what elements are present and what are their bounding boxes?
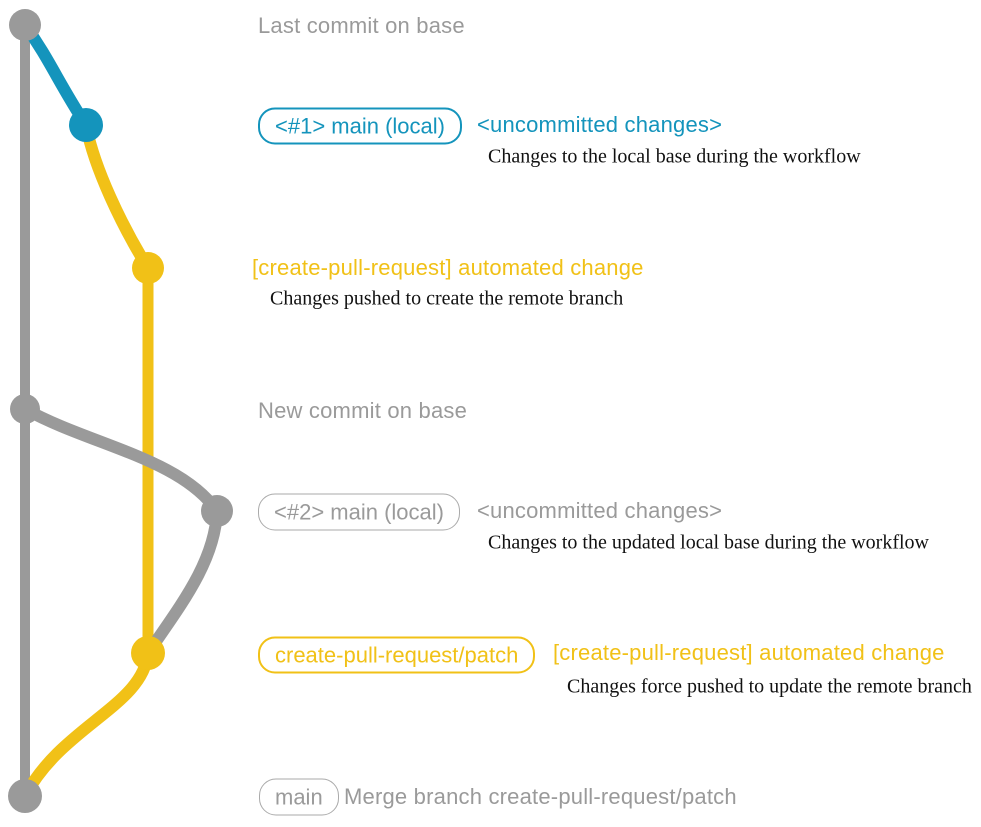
heading-uncommitted-changes-1: <uncommitted changes> xyxy=(477,112,723,137)
label-new-commit-on-base: New commit on base xyxy=(258,398,468,423)
commit-node-new-base xyxy=(10,394,40,424)
commit-node-local-main-2 xyxy=(201,495,233,527)
note-pushed-create-remote-branch: Changes pushed to create the remote bran… xyxy=(270,287,624,310)
badge-main-local-1: <#1> main (local) xyxy=(258,107,462,145)
commit-node-last-base xyxy=(9,9,41,41)
label-merge-branch: Merge branch create-pull-request/patch xyxy=(344,784,737,809)
edge-local-main-1-to-patch-commit-1 xyxy=(80,119,154,274)
heading-automated-change-1: [create-pull-request] automated change xyxy=(252,255,644,280)
heading-uncommitted-changes-2: <uncommitted changes> xyxy=(477,498,723,523)
commit-node-local-main-1 xyxy=(69,108,103,142)
commit-node-patch-2 xyxy=(131,636,165,670)
note-updated-local-base-changes: Changes to the updated local base during… xyxy=(488,531,929,554)
heading-automated-change-2: [create-pull-request] automated change xyxy=(553,640,945,665)
badge-main-local-2: <#2> main (local) xyxy=(258,493,460,531)
edge-local-main-2-to-patch-commit-2 xyxy=(142,505,223,659)
edge-new-base-to-local-main-2 xyxy=(19,403,223,517)
edge-patch-commit-2-to-merge xyxy=(19,647,154,802)
badge-main: main xyxy=(259,778,339,816)
badge-create-pull-request-patch: create-pull-request/patch xyxy=(258,636,536,674)
note-force-pushed-update-remote-branch: Changes force pushed to update the remot… xyxy=(567,675,972,698)
edge-base-to-local-main-1 xyxy=(19,19,92,131)
commit-node-merge xyxy=(8,779,42,813)
label-last-commit-on-base: Last commit on base xyxy=(258,13,465,38)
note-local-base-changes: Changes to the local base during the wor… xyxy=(488,145,861,168)
commit-graph xyxy=(8,9,233,813)
commit-node-patch-1 xyxy=(132,252,164,284)
